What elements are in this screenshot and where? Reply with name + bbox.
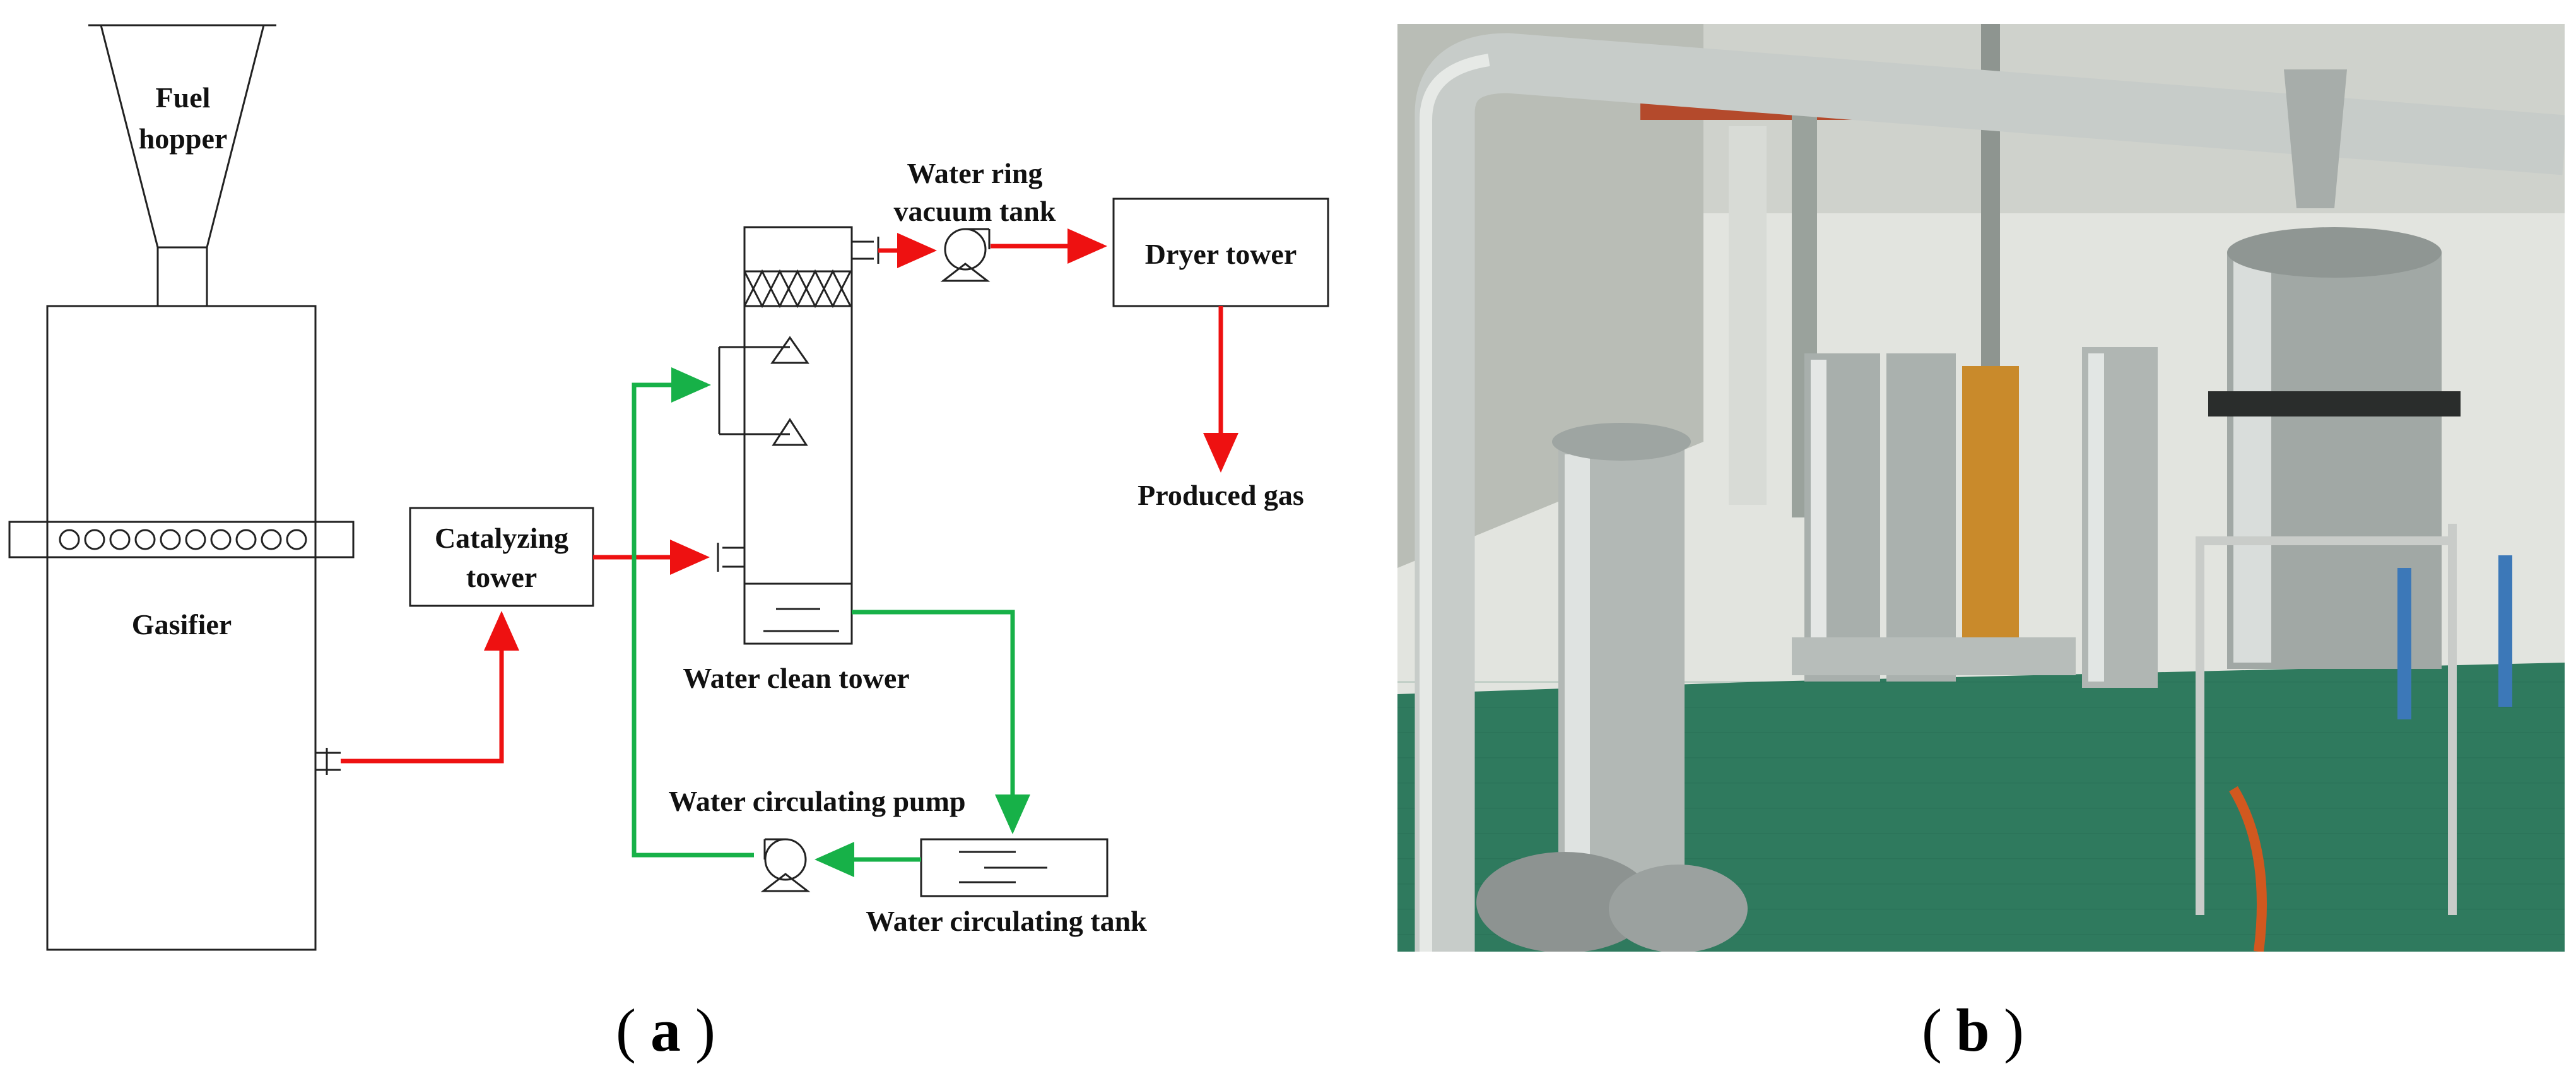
water-circulating-tank-label: Water circulating tank <box>866 905 1147 937</box>
water-clean-tower: Water clean tower <box>683 226 910 694</box>
panel-label-b-open: ( <box>1922 996 1942 1064</box>
gasifier: Gasifier <box>8 305 355 951</box>
panel-label-a-open: ( <box>616 996 636 1064</box>
produced-gas-label: Produced gas <box>1138 479 1304 511</box>
schematic-panel: Fuel hopper Gasifier <box>8 24 1329 951</box>
catalyzing-tower-label-line1: Catalyzing <box>435 522 568 554</box>
water-circulating-pump-label: Water circulating pump <box>668 785 965 817</box>
panel-label-a-close: ) <box>695 996 715 1064</box>
water-ring-label-line2: vacuum tank <box>894 195 1056 227</box>
catalyzing-tower: Catalyzing tower <box>409 507 594 607</box>
panel-label-a-letter: a <box>650 996 681 1064</box>
water-circulating-tank: Water circulating tank <box>866 838 1147 937</box>
gas-flow-lines <box>341 228 1238 764</box>
panel-label-b-close: ) <box>2004 996 2024 1064</box>
water-ring-vacuum-pump: Water ring vacuum tank <box>894 157 1056 282</box>
water-ring-label-line1: Water ring <box>907 157 1042 189</box>
dryer-tower: Dryer tower <box>1112 198 1329 307</box>
gasifier-label: Gasifier <box>132 608 232 641</box>
gasifier-nozzles <box>59 529 307 550</box>
fuel-hopper-label-line2: hopper <box>139 122 228 155</box>
panel-label-a: ( a ) <box>616 996 715 1064</box>
installation-photo <box>1397 24 2565 952</box>
catalyzing-tower-label-line2: tower <box>466 561 537 593</box>
fuel-hopper-label-line1: Fuel <box>156 81 211 114</box>
fuel-hopper: Fuel hopper <box>88 24 276 306</box>
panel-label-b: ( b ) <box>1922 996 2024 1064</box>
dryer-tower-label: Dryer tower <box>1145 238 1297 270</box>
panel-label-b-letter: b <box>1956 996 1989 1064</box>
water-clean-tower-label: Water clean tower <box>683 662 909 694</box>
water-circulating-pump: Water circulating pump <box>668 785 966 892</box>
water-flow-lines <box>632 367 1030 877</box>
